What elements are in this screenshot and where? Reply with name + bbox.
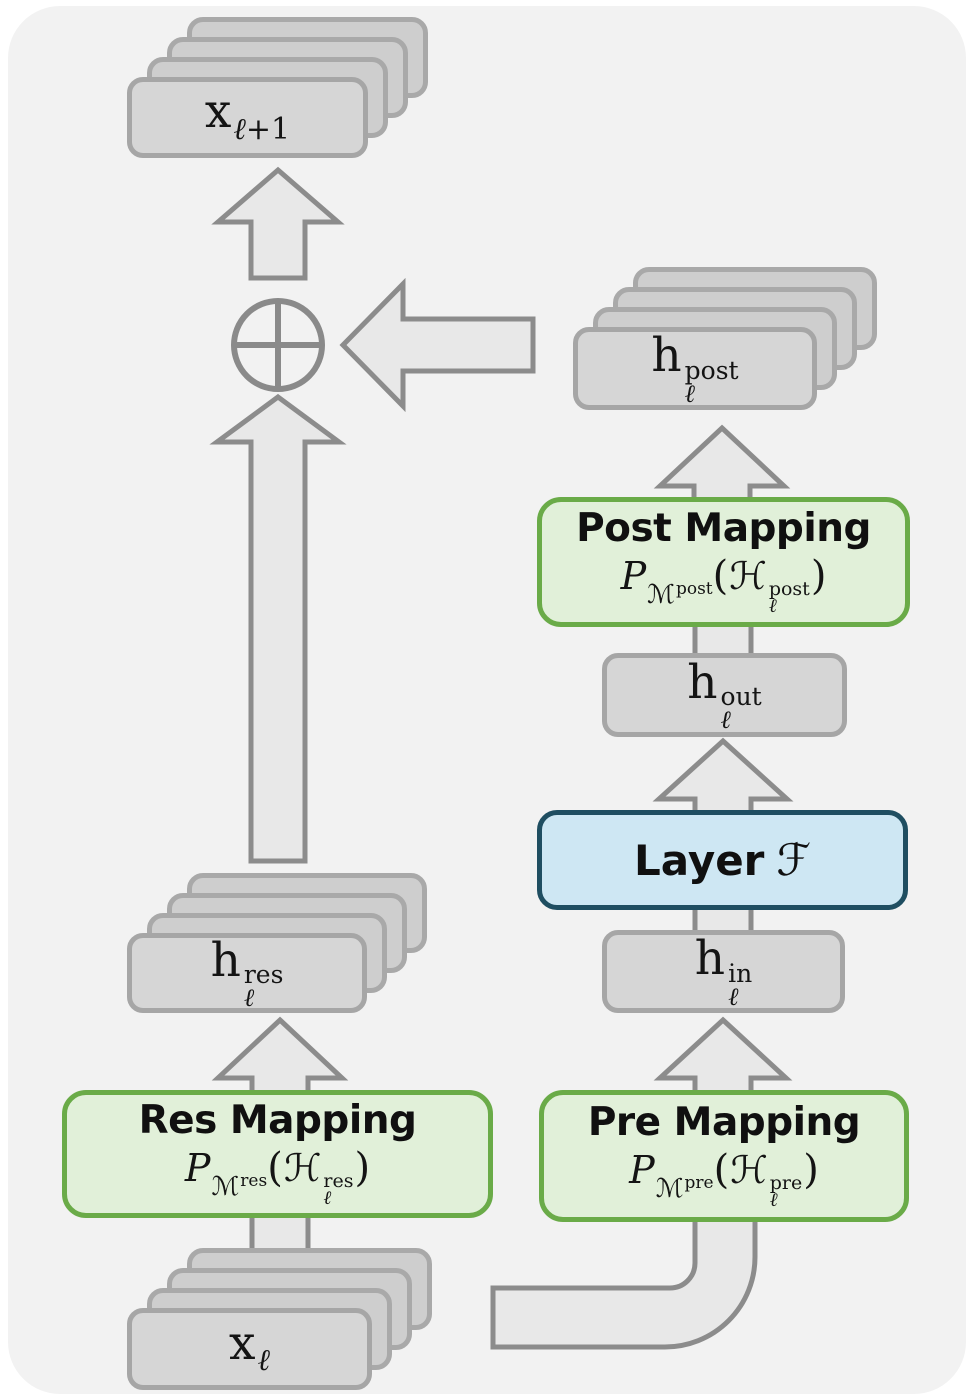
x-next-label: xℓ+1 [204,84,291,147]
x-input-label: xℓ [228,1315,270,1379]
layer-box: Layer ℱ [537,810,908,910]
x-next-card: xℓ+1 [127,77,368,158]
skip-pipe-connector [490,1207,758,1350]
circled-plus-icon [231,298,325,392]
x-next-stack: xℓ+1 [127,17,428,158]
post-mapping-title: Post Mapping [576,506,871,552]
x-input-card: xℓ [127,1308,372,1390]
arrow-hres-to-sum [209,393,347,864]
pre-mapping-title: Pre Mapping [587,1100,861,1146]
arrow-sum-to-xnext [211,166,345,281]
layer-title: Layer [634,835,765,885]
res-mapping-title: Res Mapping [138,1098,417,1144]
layer-function-symbol: ℱ [776,834,811,886]
arrow-hpost-to-sum [339,277,536,413]
x-input-stack: xℓ [127,1248,432,1390]
